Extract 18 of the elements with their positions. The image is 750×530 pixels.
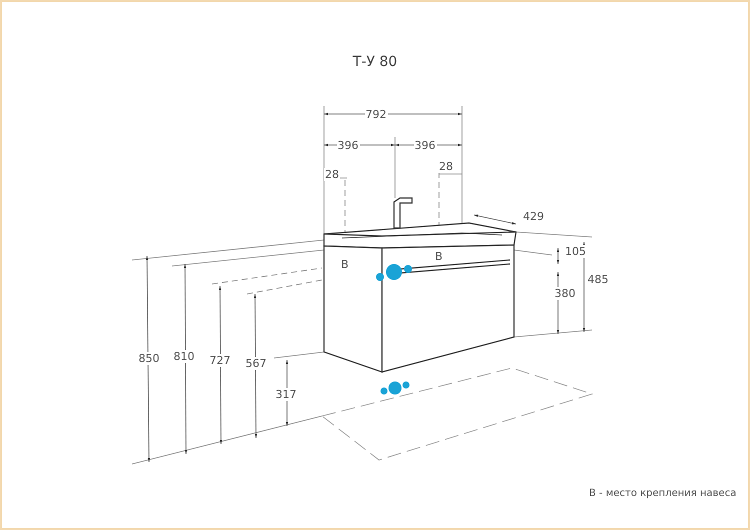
dimension-value: 792	[364, 108, 388, 120]
dimension-value: 429	[522, 210, 545, 222]
dimension-value: 567	[244, 356, 268, 370]
dimension-value: 380	[554, 286, 576, 300]
dimension-value: 28	[324, 168, 340, 180]
dimension-value: 810	[172, 350, 196, 362]
dimension-value: 317	[274, 388, 298, 400]
mounting-point-mark: В	[340, 258, 350, 270]
mounting-point-mark: В	[434, 250, 444, 262]
dimension-value: 396	[414, 138, 436, 152]
dimension-value: 28	[438, 160, 454, 172]
dimension-value: 105	[564, 244, 587, 258]
diagram-title: Т-У 80	[352, 54, 398, 70]
dimension-value: 485	[586, 272, 610, 286]
dimension-value: 727	[208, 354, 232, 366]
dimension-value: 850	[138, 352, 160, 364]
footnote: В - место крепления навеса	[588, 486, 738, 500]
dimension-value: 396	[336, 138, 360, 152]
